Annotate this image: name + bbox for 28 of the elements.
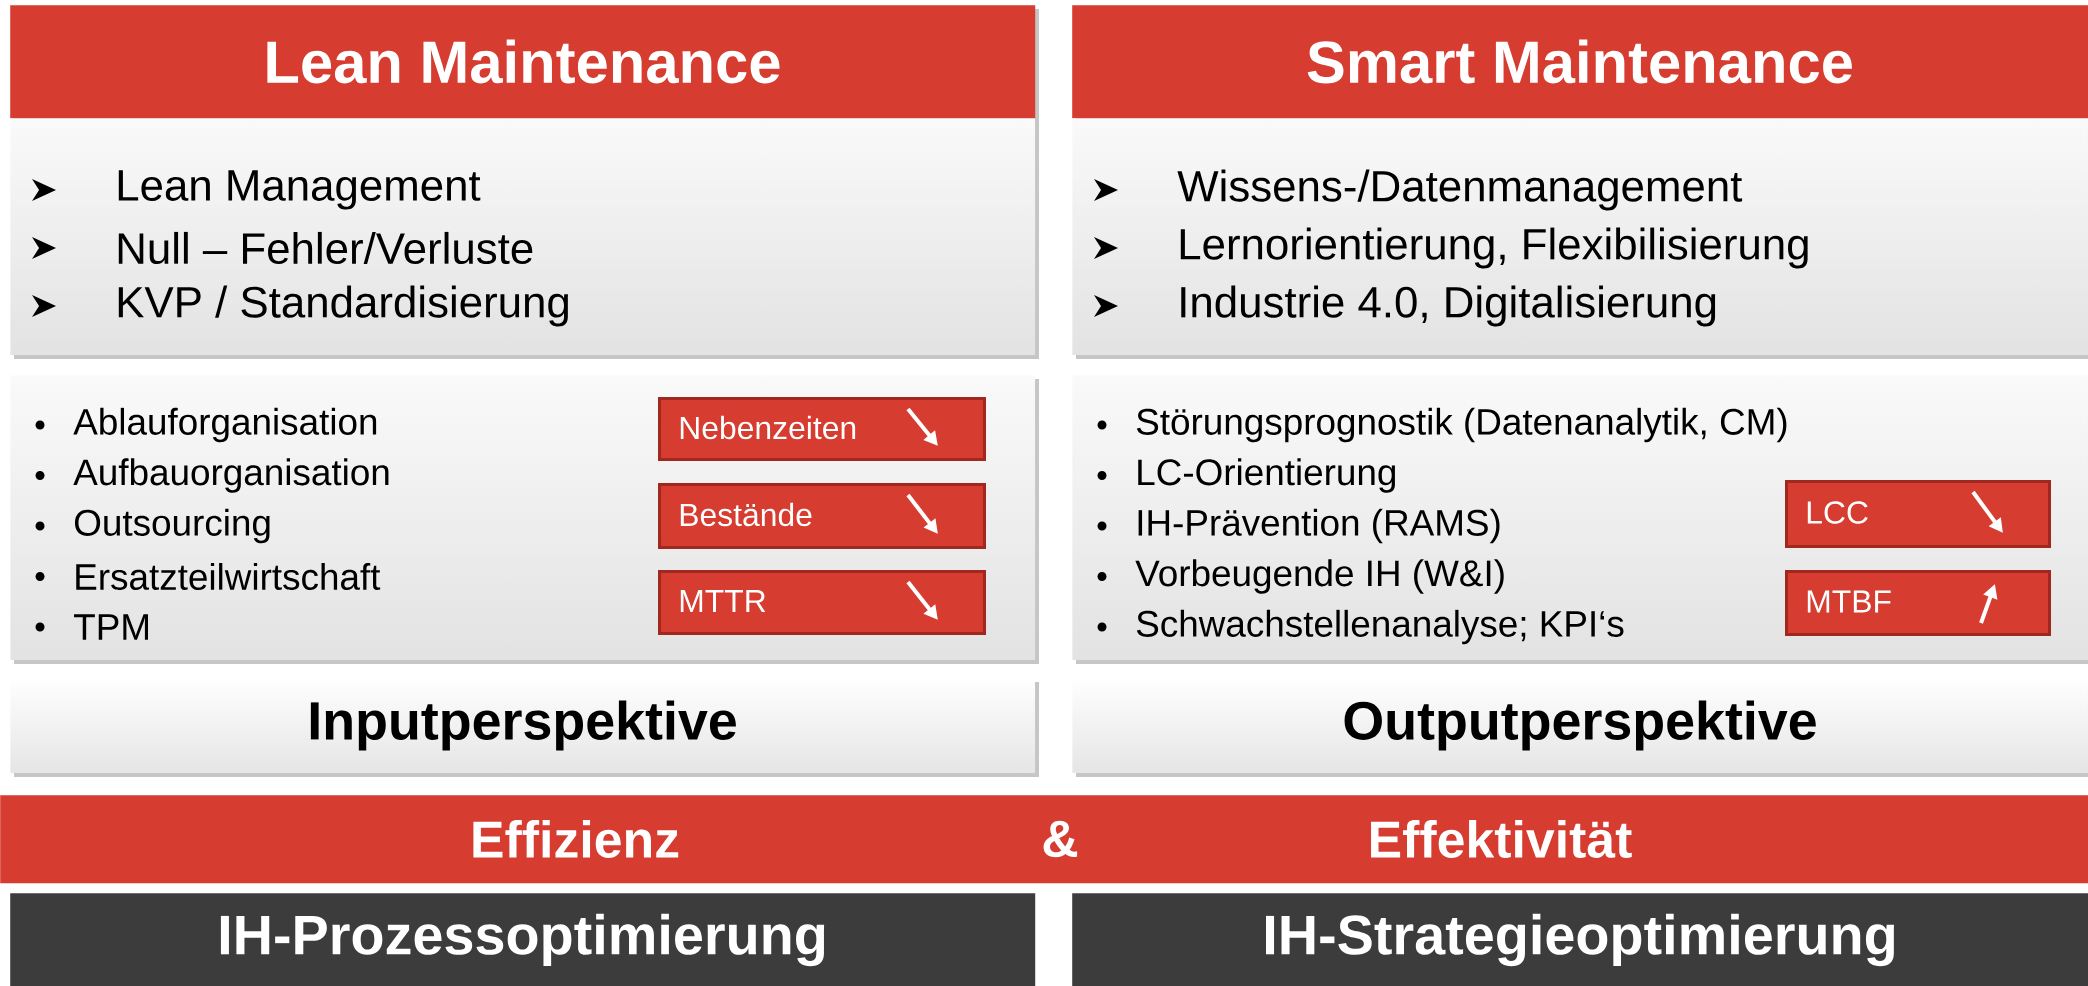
list-item: Lean Management [32,170,481,210]
tag-box: Nebenzeiten [658,397,986,461]
list-item: Vorbeugende IH (W&I) [1097,559,1504,594]
list-item: Industrie 4.0, Digitalisierung [1094,285,1716,327]
header-bar: Smart Maintenance [1072,5,2088,122]
footer-bar: IH-Strategieoptimierung [1072,893,2088,986]
list-item: Schwachstellenanalyse; KPI‘s [1097,609,1624,645]
list-item: Outsourcing [35,508,270,544]
tag-box: MTTR [658,570,986,635]
list-item: Ablauforganisation [35,407,377,443]
list-item: KVP / Standardisierung [32,285,568,327]
list-item: LC-Orientierung [1097,458,1396,493]
tag-box: Bestände [658,483,986,549]
tag-box: MTBF [1785,570,2051,636]
list-item: Null – Fehler/Verluste [32,231,533,265]
perspective-box: Inputperspektive [10,678,1039,777]
list-item: Wissens-/Datenmanagement [1094,169,1743,211]
banner: Effizienz & Effektivität [0,795,2088,884]
list-item: IH-Prävention (RAMS) [1097,508,1500,544]
footer-bar: IH-Prozessoptimierung [10,893,1036,986]
list-item: Aufbauorganisation [35,458,389,493]
list-item: Störungsprognostik (Datenanalytik, CM) [1097,407,1787,443]
perspective-box: Outputperspektive [1072,678,2088,777]
list-item: Lernorientierung, Flexibilisierung [1094,227,1808,269]
list-item: Ersatzteilwirtschaft [35,562,381,591]
tag-box: LCC [1785,480,2051,548]
list-item: TPM [35,614,148,640]
header-bar: Lean Maintenance [10,5,1039,122]
